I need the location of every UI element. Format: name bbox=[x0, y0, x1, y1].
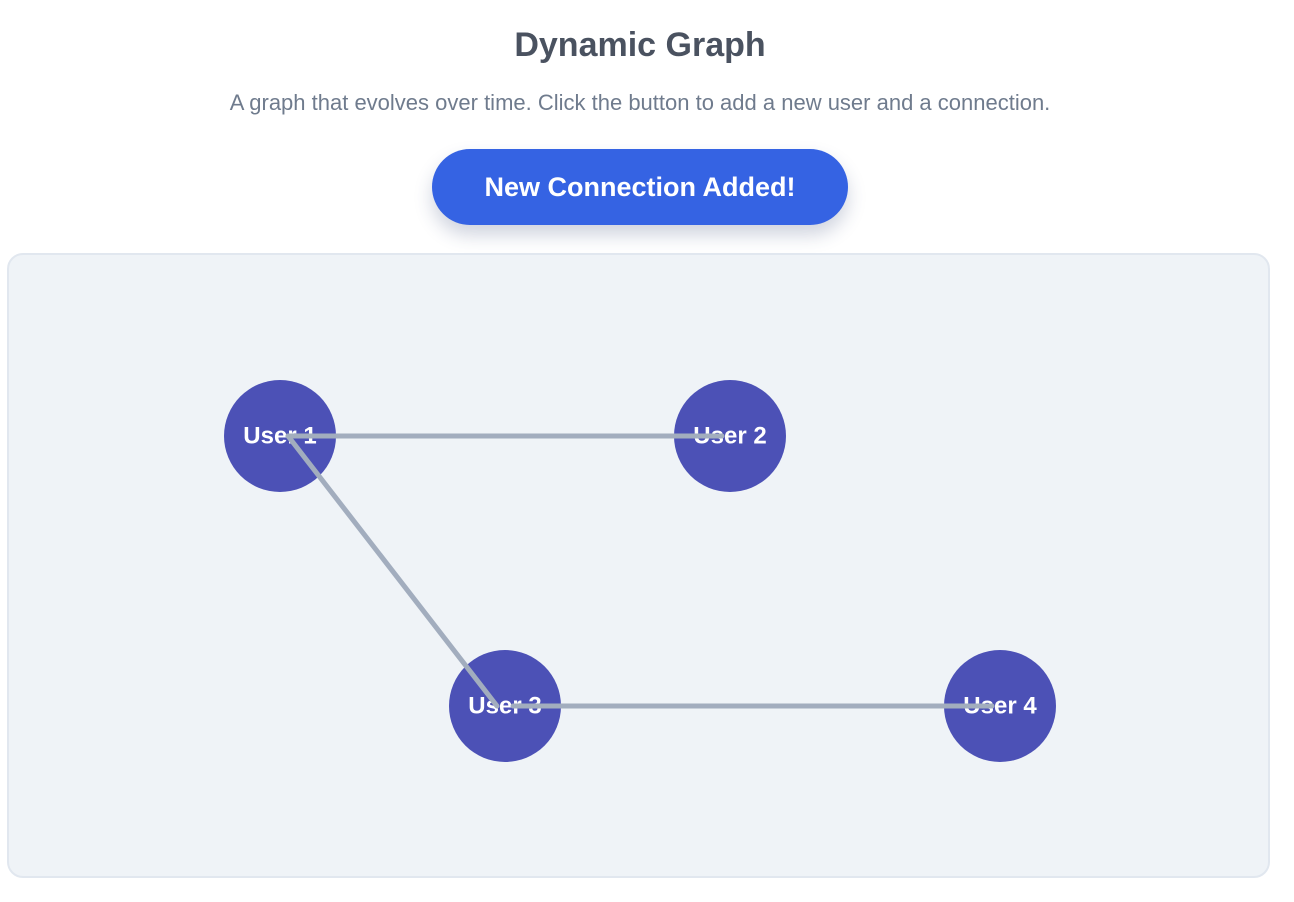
page-subtitle: A graph that evolves over time. Click th… bbox=[229, 90, 1051, 115]
edges-layer bbox=[285, 433, 995, 709]
graph-edge bbox=[285, 433, 500, 709]
graph-node[interactable]: User 2 bbox=[674, 380, 786, 492]
node-circle[interactable] bbox=[674, 380, 786, 492]
add-connection-button[interactable]: New Connection Added! bbox=[432, 149, 848, 225]
page-title: Dynamic Graph bbox=[514, 26, 766, 64]
node-circle[interactable] bbox=[944, 650, 1056, 762]
